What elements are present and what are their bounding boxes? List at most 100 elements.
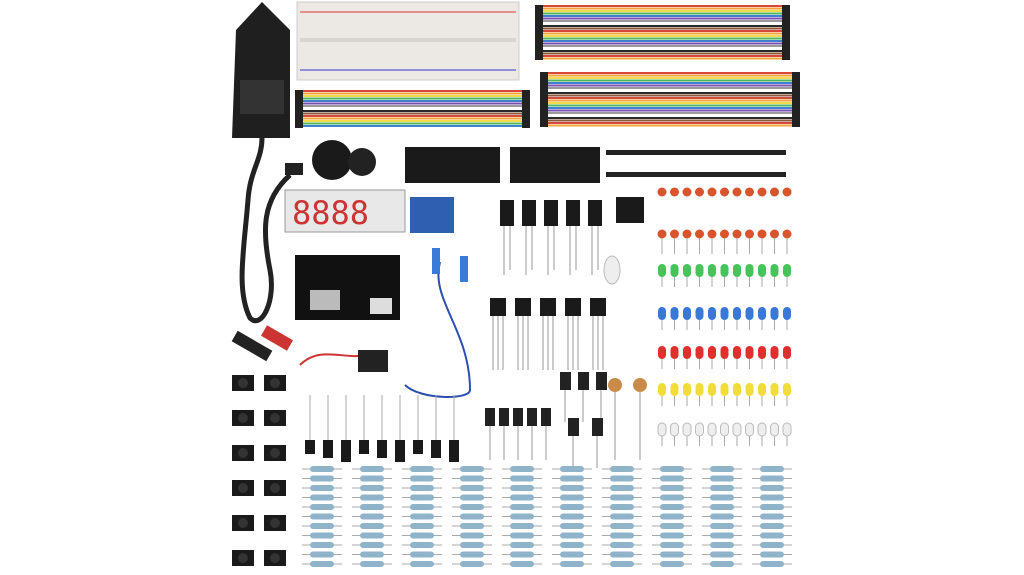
resistor xyxy=(760,523,784,529)
push-button-cap xyxy=(238,553,248,563)
resistor xyxy=(660,542,684,548)
push-button-cap xyxy=(238,483,248,493)
resistor xyxy=(660,561,684,567)
resistor xyxy=(410,494,434,501)
resistor xyxy=(660,513,684,520)
green-led xyxy=(745,264,754,277)
resistor xyxy=(360,494,384,501)
yellow-led xyxy=(770,383,779,396)
resistor xyxy=(560,513,584,520)
resistor xyxy=(410,551,434,558)
white-led xyxy=(682,422,692,437)
resistor xyxy=(410,475,434,482)
jumper-wire xyxy=(301,100,524,102)
red-small-led xyxy=(657,187,667,197)
power-adapter xyxy=(232,2,303,323)
resistor xyxy=(510,532,534,539)
resistor xyxy=(510,475,534,482)
resistor xyxy=(460,513,484,520)
jumper-wire xyxy=(301,102,524,105)
wire-connectors xyxy=(295,90,303,128)
jumper-wire xyxy=(541,42,784,45)
blue-led xyxy=(783,307,791,320)
photoresistor xyxy=(633,378,647,392)
jumper-wire xyxy=(546,107,794,109)
jumper-wire xyxy=(301,110,524,112)
green-led xyxy=(683,264,691,277)
push-button-cap xyxy=(270,448,280,458)
resistor xyxy=(360,485,384,491)
resistor xyxy=(460,523,484,529)
transistor xyxy=(540,298,556,316)
jumper-wire xyxy=(301,95,524,97)
blue-led xyxy=(695,307,704,320)
resistor xyxy=(710,561,734,567)
resistor xyxy=(310,551,334,558)
yellow-led xyxy=(670,383,679,396)
resistor xyxy=(360,475,384,482)
blue-led xyxy=(733,307,741,320)
resistor xyxy=(360,466,384,472)
white-led xyxy=(720,422,729,437)
push-button-cap xyxy=(238,413,248,423)
dc-plug xyxy=(285,163,303,175)
blue-led xyxy=(708,307,716,320)
display-segments: 8888 xyxy=(292,194,369,232)
jumper-wire xyxy=(541,37,784,40)
yellow-led xyxy=(733,383,741,396)
red-small-led xyxy=(757,187,767,197)
jumper-wire xyxy=(546,79,794,82)
transistor xyxy=(490,298,506,316)
jumper-wire xyxy=(301,105,524,107)
resistor xyxy=(460,551,484,558)
green-led xyxy=(720,264,729,277)
resistor xyxy=(460,542,484,548)
resistor xyxy=(710,551,734,558)
green-led xyxy=(708,264,716,277)
white-led xyxy=(707,422,717,437)
wire-bundle xyxy=(540,72,800,127)
capacitor xyxy=(377,440,387,458)
small-capacitor xyxy=(499,408,509,426)
red-small-led xyxy=(745,229,754,239)
red-small-led xyxy=(682,187,692,197)
adapter-cable xyxy=(239,137,292,323)
jumper-wire xyxy=(301,92,524,95)
resistor xyxy=(310,542,334,548)
resistor xyxy=(410,513,434,520)
red-small-led xyxy=(695,229,704,239)
resistor xyxy=(410,532,434,539)
push-button-cap xyxy=(270,553,280,563)
resistor xyxy=(460,466,484,472)
jumper-wire xyxy=(546,77,794,79)
jumper-wire xyxy=(546,97,794,99)
transistor xyxy=(515,298,531,316)
resistor xyxy=(560,504,584,510)
resistor xyxy=(360,551,384,558)
blue-led xyxy=(658,307,666,320)
resistor xyxy=(610,494,634,501)
yellow-led xyxy=(708,383,716,396)
push-button-cap xyxy=(238,518,248,528)
resistor xyxy=(460,485,484,491)
resistor xyxy=(310,504,334,510)
resistor xyxy=(610,523,634,529)
jumper-wire xyxy=(541,57,784,60)
resistor xyxy=(760,494,784,501)
jumper-wire xyxy=(301,122,524,125)
yellow-led xyxy=(783,383,791,396)
red-small-led xyxy=(670,229,679,239)
resistor xyxy=(460,494,484,501)
jumper-wire xyxy=(541,32,784,35)
jumper-wire xyxy=(546,109,794,112)
white-led xyxy=(695,422,704,437)
jumper-wire xyxy=(541,30,784,32)
resistor xyxy=(310,532,334,539)
red-small-led xyxy=(732,229,742,239)
red-small-led xyxy=(782,187,792,197)
red-led xyxy=(708,346,716,359)
resistor xyxy=(710,494,734,501)
resistor xyxy=(760,551,784,558)
resistor xyxy=(610,513,634,520)
resistor xyxy=(710,523,734,529)
